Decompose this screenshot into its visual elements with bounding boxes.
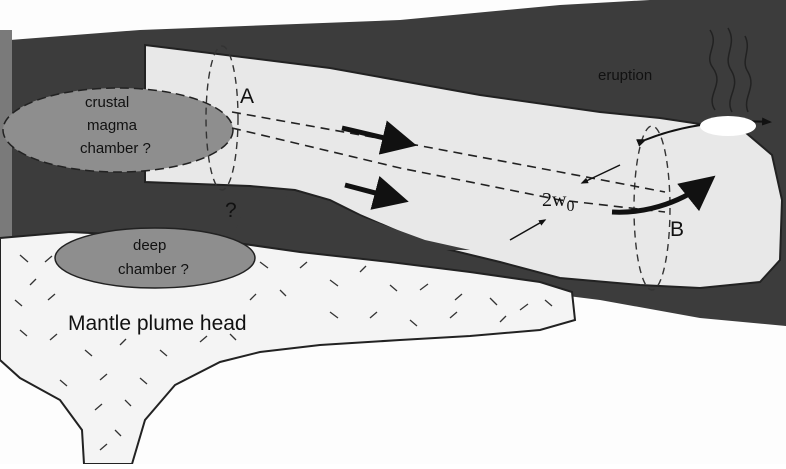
section-b-label: B — [670, 218, 684, 241]
section-a-label: A — [240, 85, 254, 108]
mantle-plume-label: Mantle plume head — [68, 312, 247, 335]
deep-chamber-label-2: chamber ? — [118, 261, 189, 278]
crustal-chamber-label-1: crustal — [85, 94, 129, 111]
crustal-chamber-label-2: magma — [87, 117, 138, 134]
eruption-label: eruption — [598, 67, 652, 84]
eruption-vent — [700, 116, 756, 136]
width-label-main: 2w — [542, 189, 567, 211]
width-label-subscript: 0 — [566, 198, 574, 215]
question-mark-label: ? — [225, 199, 237, 222]
deep-chamber-label-1: deep — [133, 237, 166, 254]
crustal-chamber-label-3: chamber ? — [80, 140, 151, 157]
